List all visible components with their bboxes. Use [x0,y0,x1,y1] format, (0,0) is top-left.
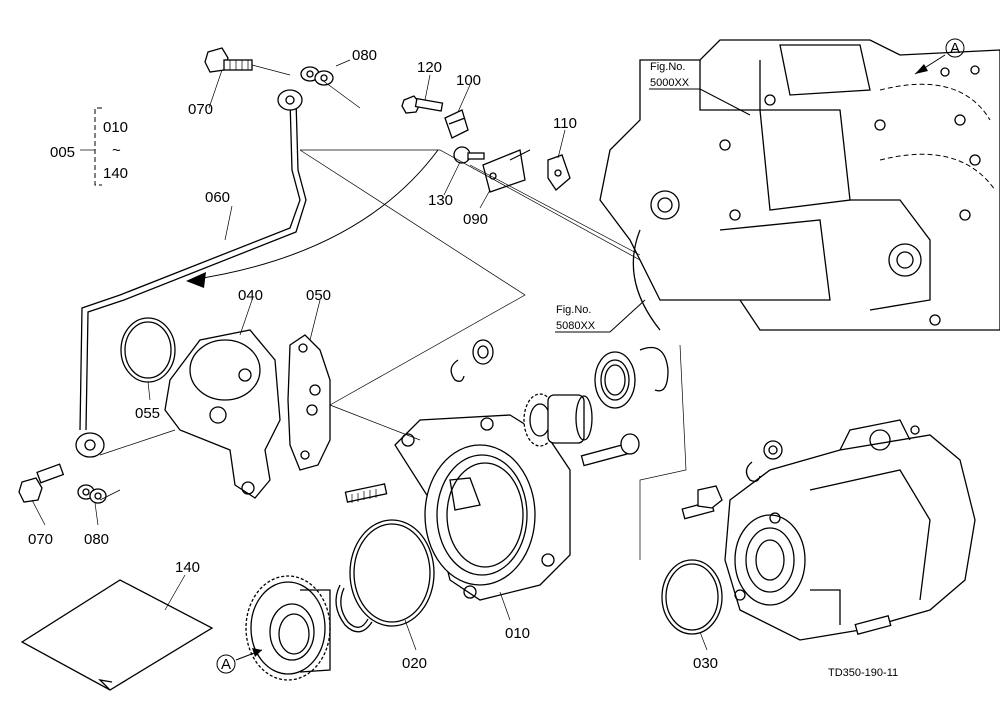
label-030: 030 [693,655,718,672]
snap-ring-bearing [639,346,669,392]
label-080-bottom: 080 [84,531,109,548]
assembly-arrow [186,149,439,288]
banjo-bolt-070-top [204,47,253,73]
label-070-bottom: 070 [28,531,53,548]
fig1-title: Fig.No. [650,61,685,73]
gasket-washer-080-top [300,66,334,86]
oil-pipe-060 [75,89,307,458]
label-130: 130 [428,192,453,209]
label-100: 100 [456,72,481,89]
circlip [450,359,465,382]
marker-a-bottom-label: A [221,656,231,673]
banjo-bolt-070-bottom [18,463,65,503]
part-labels: 005 010 ~ 140 070 080 060 120 100 110 13… [28,47,898,679]
stay-plate-090 [482,149,531,193]
label-range-tilde: ~ [112,142,121,159]
clamp-100 [444,109,469,139]
stud-pump [854,614,892,636]
clamp-110 [547,154,571,191]
label-120: 120 [417,59,442,76]
label-040: 040 [238,287,263,304]
label-070-top: 070 [188,101,213,118]
label-005: 005 [50,144,75,161]
label-140: 140 [175,559,200,576]
leader-lines [31,59,708,651]
label-090: 090 [463,211,488,228]
bolt-120 [401,95,444,114]
section-marker-a-top: A [914,38,965,75]
fig2-number: 5080XX [556,320,596,332]
snap-ring-gear [335,584,373,633]
collar [472,339,494,365]
label-055: 055 [135,405,160,422]
hex-bolt-housing [580,433,640,467]
label-060: 060 [205,189,230,206]
pump-housing-010 [394,414,571,601]
fitting-pump [681,485,723,520]
marker-a-top-label: A [950,40,960,57]
hydraulic-pump-assembly [724,419,976,641]
ball-bearing [594,351,636,409]
o-ring-020 [349,519,435,627]
label-020: 020 [402,655,427,672]
label-range-end: 140 [103,165,128,182]
label-sheet-140 [20,579,214,691]
section-marker-a-bottom: A [216,648,263,674]
nut-pump [763,440,783,460]
fig2-title: Fig.No. [556,304,591,316]
gasket-050 [287,334,331,471]
pump-cover-040 [164,329,281,499]
label-010: 010 [505,625,530,642]
fig1-number: 5000XX [650,77,690,89]
o-ring-055 [120,317,176,383]
label-110: 110 [553,115,577,132]
washer-pump [745,461,761,482]
drawing-code: TD350-190-11 [828,667,898,679]
bolt-130 [453,146,485,164]
stud-bolt-housing [344,483,388,503]
label-050: 050 [306,287,331,304]
label-080-top: 080 [352,47,377,64]
drive-gear-shaft [523,393,593,447]
idle-gear [245,575,331,681]
label-range-start: 010 [103,119,128,136]
gasket-washer-080-bottom [77,484,107,504]
o-ring-030 [661,559,723,635]
fig-ref-5080xx: Fig.No. 5080XX [555,299,646,333]
engine-block-illustration [599,39,1000,331]
fig-ref-5000xx: Fig.No. 5000XX [649,61,751,116]
